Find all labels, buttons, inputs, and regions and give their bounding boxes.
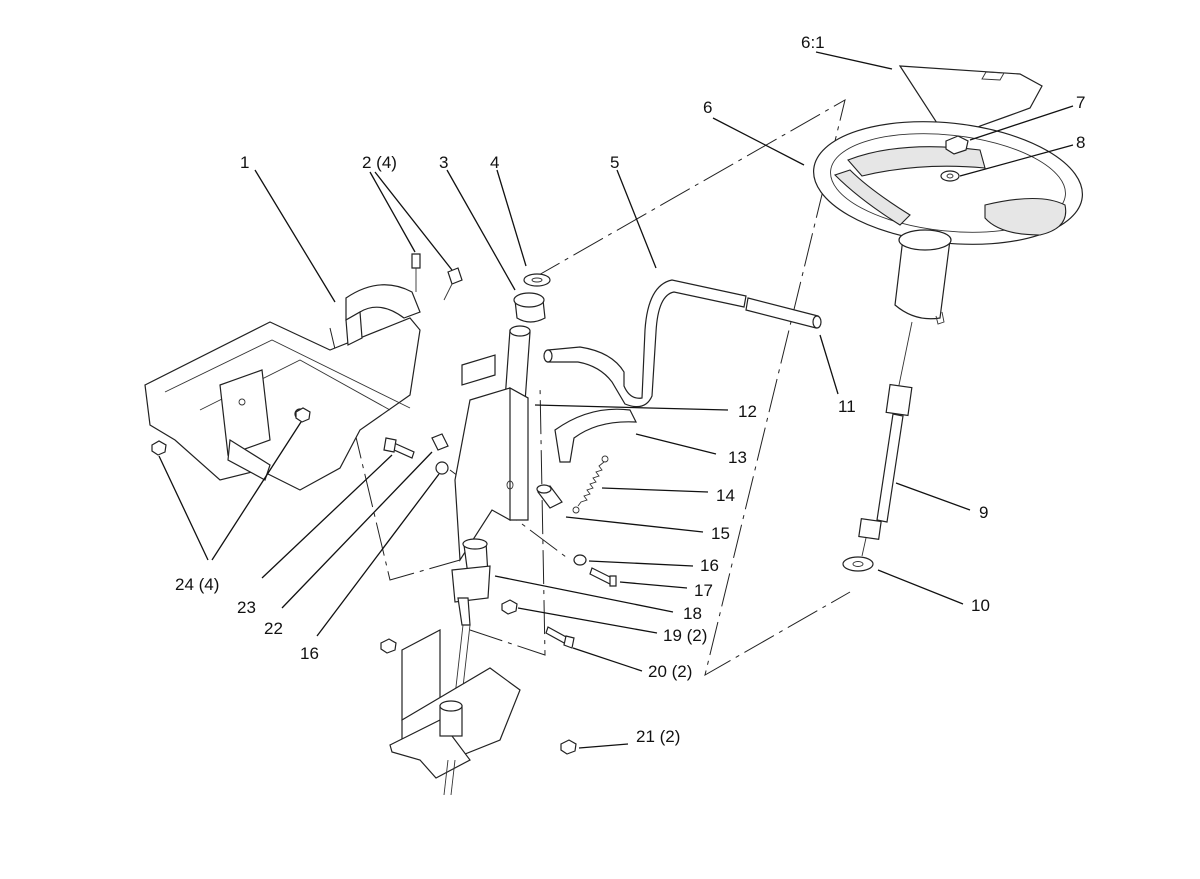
steering-wheel: [812, 121, 1084, 325]
label-part-6-1: 6:1: [801, 33, 825, 52]
label-part-2: 2 (4): [362, 153, 397, 172]
lower-bracket: [389, 629, 521, 796]
label-part-10: 10: [971, 596, 990, 615]
column-washer: [523, 273, 551, 287]
panel-nuts: [151, 407, 311, 456]
callout-labels: 1 2 (4) 3 4 5 6 6:1 7 8 9 10 11 12 13 14…: [175, 33, 1085, 746]
label-part-23: 23: [237, 598, 256, 617]
joint-nut: [501, 599, 518, 615]
label-part-20: 20 (2): [648, 662, 692, 681]
steering-shaft: [858, 321, 913, 557]
label-part-6: 6: [703, 98, 712, 117]
label-part-24: 24 (4): [175, 575, 219, 594]
tilt-spring: [572, 455, 609, 514]
washer-right: [573, 554, 587, 566]
wheel-nut: [945, 135, 969, 155]
label-part-13: 13: [728, 448, 747, 467]
label-part-22: 22: [264, 619, 283, 638]
label-part-16-left: 16: [300, 644, 319, 663]
alignment-line-lower: [469, 384, 546, 656]
tilt-sector: [554, 408, 637, 463]
tilt-lever: [543, 279, 747, 408]
label-part-3: 3: [439, 153, 448, 172]
spacer: [536, 484, 563, 509]
column-bushing: [513, 292, 546, 323]
label-part-1: 1: [240, 153, 249, 172]
label-part-21: 21 (2): [636, 727, 680, 746]
bracket-nut: [380, 638, 577, 755]
label-part-11: 11: [838, 397, 856, 416]
label-part-19: 19 (2): [663, 626, 707, 645]
label-part-16-right: 16: [700, 556, 719, 575]
label-part-7: 7: [1076, 93, 1085, 112]
label-part-14: 14: [716, 486, 735, 505]
steering-shroud: [345, 284, 421, 346]
dash-panel: [144, 317, 421, 491]
pivot-bolt: [589, 567, 617, 587]
wheel-washer: [940, 170, 960, 182]
label-part-15: 15: [711, 524, 730, 543]
universal-joint: [449, 538, 491, 741]
shaft-washer: [842, 556, 874, 572]
shroud-screws: [411, 253, 463, 301]
alignment-line-wheel: [529, 98, 851, 677]
alignment-line-panel: [329, 327, 461, 581]
column-support: [454, 325, 531, 562]
joint-bolt: [545, 626, 575, 649]
label-part-12: 12: [738, 402, 757, 421]
label-part-9: 9: [979, 503, 988, 522]
left-bolt: [383, 437, 415, 459]
label-part-8: 8: [1076, 133, 1085, 152]
washer-left: [435, 461, 449, 475]
left-spacer: [431, 433, 449, 451]
leader-lines: [158, 51, 1074, 749]
label-part-17: 17: [694, 581, 713, 600]
label-part-4: 4: [490, 153, 499, 172]
label-part-5: 5: [610, 153, 619, 172]
lever-grip: [745, 297, 822, 329]
label-part-18: 18: [683, 604, 702, 623]
